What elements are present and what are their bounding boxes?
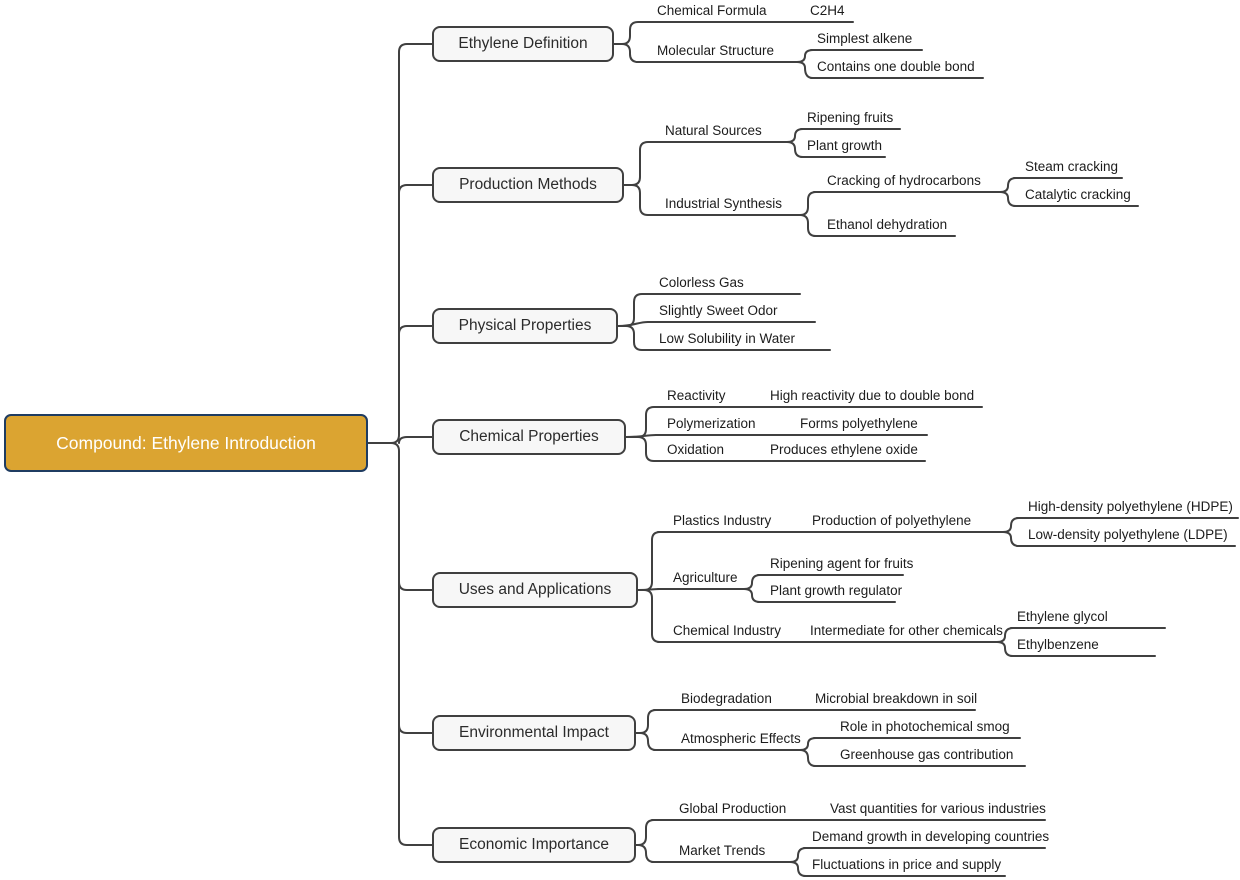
node-agriculture[interactable]: Agriculture (673, 570, 738, 585)
node-industrial-synthesis[interactable]: Industrial Synthesis (665, 196, 783, 211)
node-vast-quantities[interactable]: Vast quantities for various industries (830, 801, 1046, 816)
branch-economic-importance-connectors (635, 819, 1046, 877)
node-market-trends[interactable]: Market Trends (679, 843, 766, 858)
node-chemical-formula[interactable]: Chemical Formula (657, 3, 767, 18)
topic-chemical-properties[interactable]: Chemical Properties (432, 419, 626, 455)
node-plant-growth-regulator[interactable]: Plant growth regulator (770, 583, 903, 598)
branch-production-methods-connectors (623, 128, 1139, 237)
node-reactivity[interactable]: Reactivity (667, 388, 726, 403)
node-chemical-industry[interactable]: Chemical Industry (673, 623, 782, 638)
node-plant-growth[interactable]: Plant growth (807, 138, 883, 153)
node-ethylbenzene[interactable]: Ethylbenzene (1017, 637, 1099, 652)
node-oxidation[interactable]: Oxidation (667, 442, 725, 457)
node-plastics-industry[interactable]: Plastics Industry (673, 513, 772, 528)
branch-uses-applications-connectors (637, 517, 1239, 657)
node-colorless-gas[interactable]: Colorless Gas (659, 275, 744, 290)
root-node[interactable]: Compound: Ethylene Introduction (4, 414, 368, 472)
trunk-connectors (367, 43, 433, 846)
topic-production-methods[interactable]: Production Methods (432, 167, 624, 203)
topic-ethylene-definition[interactable]: Ethylene Definition (432, 26, 614, 62)
node-biodegradation[interactable]: Biodegradation (681, 691, 772, 706)
node-greenhouse-gas-contribution[interactable]: Greenhouse gas contribution (840, 747, 1014, 762)
node-high-reactivity[interactable]: High reactivity due to double bond (770, 388, 975, 403)
node-contains-one-double-bond[interactable]: Contains one double bond (817, 59, 975, 74)
node-ethylene-glycol[interactable]: Ethylene glycol (1017, 609, 1108, 624)
node-fluctuations-price-supply[interactable]: Fluctuations in price and supply (812, 857, 1002, 872)
node-hdpe[interactable]: High-density polyethylene (HDPE) (1028, 499, 1233, 514)
node-catalytic-cracking[interactable]: Catalytic cracking (1025, 187, 1131, 202)
node-c2h4[interactable]: C2H4 (810, 3, 845, 18)
node-global-production[interactable]: Global Production (679, 801, 787, 816)
branch-physical-properties-connectors (617, 293, 831, 351)
node-production-of-polyethylene[interactable]: Production of polyethylene (812, 513, 972, 528)
node-ripening-fruits[interactable]: Ripening fruits (807, 110, 894, 125)
node-ripening-agent-for-fruits[interactable]: Ripening agent for fruits (770, 556, 914, 571)
node-microbial-breakdown-in-soil[interactable]: Microbial breakdown in soil (815, 691, 978, 706)
branch-environmental-impact-connectors (635, 709, 1026, 767)
node-natural-sources[interactable]: Natural Sources (665, 123, 762, 138)
node-molecular-structure[interactable]: Molecular Structure (657, 43, 775, 58)
node-ldpe[interactable]: Low-density polyethylene (LDPE) (1028, 527, 1228, 542)
topic-environmental-impact[interactable]: Environmental Impact (432, 715, 636, 751)
node-produces-ethylene-oxide[interactable]: Produces ethylene oxide (770, 442, 918, 457)
node-simplest-alkene[interactable]: Simplest alkene (817, 31, 913, 46)
node-ethanol-dehydration[interactable]: Ethanol dehydration (827, 217, 948, 232)
topic-economic-importance[interactable]: Economic Importance (432, 827, 636, 863)
node-role-in-photochemical-smog[interactable]: Role in photochemical smog (840, 719, 1010, 734)
node-demand-growth[interactable]: Demand growth in developing countries (812, 829, 1050, 844)
branch-ethylene-definition-connectors (613, 21, 984, 79)
node-low-solubility-in-water[interactable]: Low Solubility in Water (659, 331, 796, 346)
node-cracking-of-hydrocarbons[interactable]: Cracking of hydrocarbons (827, 173, 981, 188)
topic-physical-properties[interactable]: Physical Properties (432, 308, 618, 344)
node-polymerization[interactable]: Polymerization (667, 416, 756, 431)
node-atmospheric-effects[interactable]: Atmospheric Effects (681, 731, 801, 746)
node-forms-polyethylene[interactable]: Forms polyethylene (800, 416, 918, 431)
node-steam-cracking[interactable]: Steam cracking (1025, 159, 1119, 174)
node-intermediate-for-other-chemicals[interactable]: Intermediate for other chemicals (810, 623, 1003, 638)
node-slightly-sweet-odor[interactable]: Slightly Sweet Odor (659, 303, 778, 318)
branch-chemical-properties-connectors (625, 406, 983, 462)
topic-uses-and-applications[interactable]: Uses and Applications (432, 572, 638, 608)
